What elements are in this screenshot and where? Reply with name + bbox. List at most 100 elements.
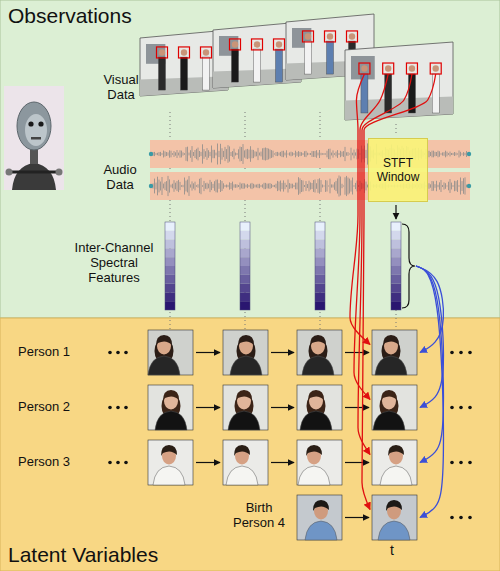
video-frame [327,41,334,74]
person-thumbnail [148,356,180,375]
spectral-feature-bar [165,222,175,310]
person-thumbnail [381,390,397,401]
person-thumbnail [156,335,172,346]
feature-label: Inter-Channel Spectral Features [66,240,162,285]
person-thumbnail [297,440,342,485]
spectral-feature-bar [165,257,175,266]
birth-label: Birth Person 4 [226,500,292,530]
person-label: Person 3 [18,454,70,469]
person-thumbnail [223,385,268,430]
spectral-feature-bar [240,240,250,249]
person-thumbnail [372,330,417,375]
person-thumbnail [305,521,337,540]
spectral-feature-bar [240,266,250,275]
person-thumbnail [297,385,342,430]
stft-window-box: STFT Window [368,138,428,202]
person-thumbnail [372,440,417,485]
ellipsis-dots [116,406,120,410]
audio-waveform [467,152,471,156]
person-thumbnail [234,445,250,456]
video-frame [432,74,439,113]
spectral-feature-bar [165,301,175,310]
video-frame [349,33,355,39]
time-arrow [196,353,369,518]
video-frame [286,14,374,80]
spectral-feature-bar [315,292,325,301]
spectral-feature-bar [391,301,401,310]
robot-illustration [6,169,13,176]
spectral-feature-bar [391,284,401,293]
person-thumbnail [148,440,193,485]
visual-assignment-arrow [350,74,436,509]
person-thumbnail [223,385,268,430]
person-thumbnail [372,385,417,430]
spectral-feature-bar [165,266,175,275]
robot-illustration [28,121,33,126]
ellipsis-dots [450,351,454,355]
video-frame [252,39,263,50]
visual-assignment-arrow [358,74,412,454]
video-frame [286,14,374,80]
robot-illustration [56,169,63,176]
spectral-feature-bar [240,231,250,240]
video-frame [433,65,439,71]
time-arrow [196,352,220,353]
panel-title: Latent Variables [8,543,158,567]
person-thumbnail [297,330,342,375]
video-frame [303,31,314,42]
spectral-feature-bar [240,248,250,257]
ellipsis-dots [108,461,112,465]
spectral-feature-bar [315,231,325,240]
spectral-feature-bar [391,231,401,240]
person-thumbnail [372,495,417,540]
spectral-feature-bar [165,222,175,231]
time-arrow [271,352,294,353]
robot-illustration [8,171,60,174]
visual-assignment-arrow [362,74,436,509]
video-frame [254,49,261,82]
time-arrow [271,462,294,463]
spectral-feature-bar [391,275,401,284]
robot-illustration [12,163,56,190]
spectral-feature-bar [315,248,325,257]
audio-assignment-arrow [416,266,443,463]
person-label: Person 1 [18,344,70,359]
ellipsis-dots [450,406,454,410]
time-arrow [196,462,220,463]
person-thumbnail [223,330,268,375]
person-thumbnail [313,500,329,511]
person-thumbnail [306,445,322,456]
video-frame [201,47,212,58]
video-frame [409,65,415,71]
ellipsis-dots [124,461,128,465]
person-thumbnail [297,495,342,540]
latent-ground [0,318,500,571]
person-thumbnail [372,385,417,430]
person-thumbnail [297,495,342,540]
spectral-feature-bar [240,292,250,301]
ellipsis-dots [124,406,128,410]
video-frame [327,33,333,39]
time-label: t [390,543,394,558]
audio-assignment-arrow [416,266,443,518]
video-frame [430,63,441,74]
video-frame [359,63,370,74]
ellipsis-dots [468,351,472,355]
spectral-feature-bar [165,231,175,240]
robot-illustration [25,114,47,146]
time-guide-lines [396,124,397,136]
person-thumbnail [238,335,254,346]
spectral-feature-bar [391,266,401,275]
person-thumbnail [297,440,342,485]
spectral-feature-bar [240,222,250,231]
modality-label: Audio Data [94,162,146,192]
video-frame [361,65,367,71]
person-thumbnail [386,500,402,511]
spectral-feature-bar [391,222,401,310]
person-thumbnail [372,330,417,375]
robot-illustration [4,86,64,190]
video-frame [157,47,168,58]
ellipsis-dots [116,461,120,465]
